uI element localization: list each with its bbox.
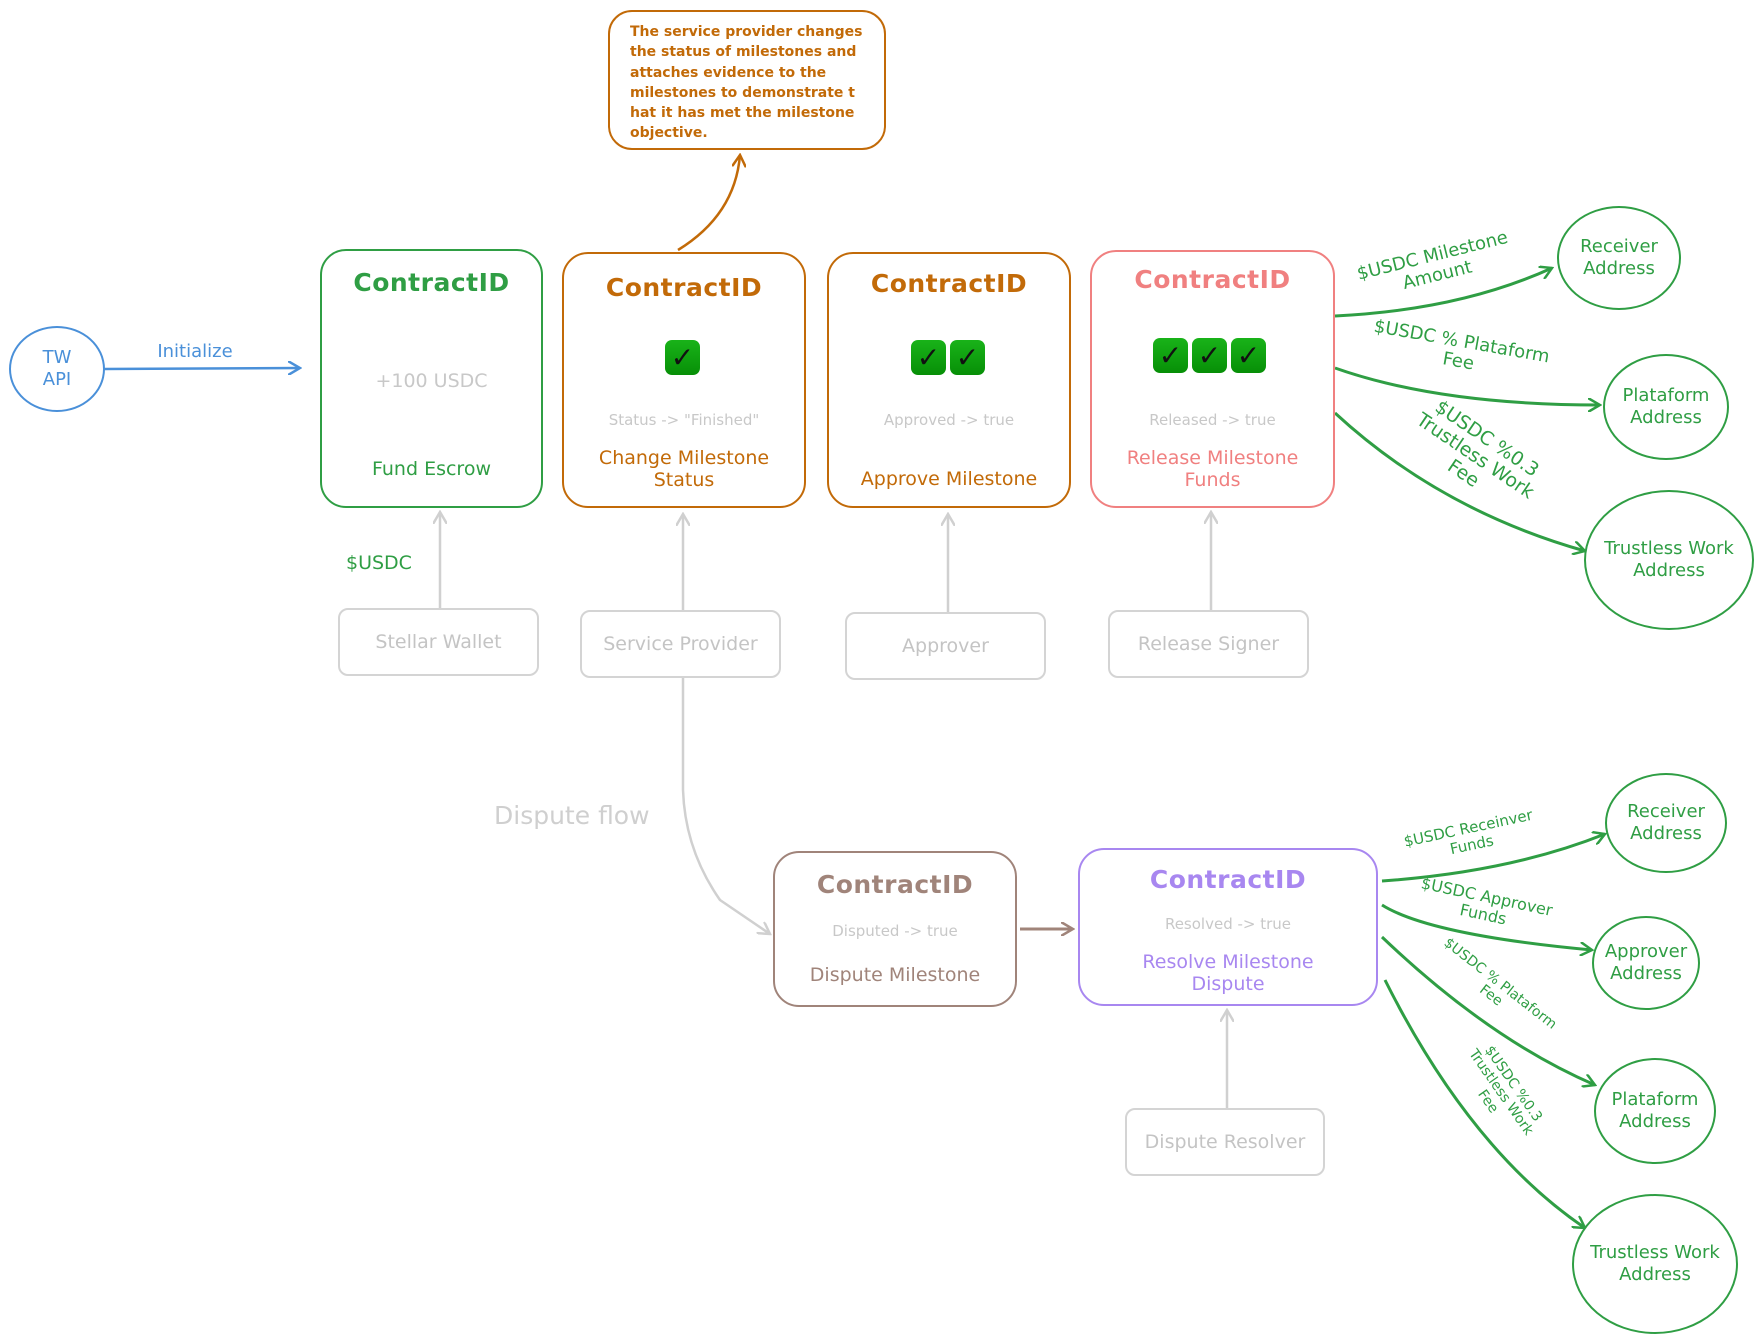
card-action: Change Milestone Status: [598, 447, 770, 491]
resolve-platform-arrow: [1380, 935, 1595, 1085]
fund-escrow-card[interactable]: ContractID +100 USDC Fund Escrow: [320, 249, 543, 508]
usdc-label: $USDC: [346, 552, 412, 574]
card-title: ContractID: [605, 273, 763, 302]
resolve-trustless-work-address-node[interactable]: Trustless Work Address: [1572, 1194, 1738, 1334]
tw-api-node[interactable]: TW API: [9, 326, 105, 412]
dispute-milestone-card[interactable]: ContractID Disputed -> true Dispute Mile…: [773, 851, 1017, 1007]
trustless-work-address-node[interactable]: Trustless Work Address: [1584, 490, 1754, 630]
node-label: Trustless Work Address: [1604, 538, 1734, 581]
resolve-dispute-card[interactable]: ContractID Resolved -> true Resolve Mile…: [1078, 848, 1378, 1006]
dispute-flow-label: Dispute flow: [494, 801, 650, 830]
card-title: ContractID: [816, 870, 974, 899]
card-action: Fund Escrow: [372, 458, 491, 480]
card-state: Released -> true: [1149, 411, 1276, 429]
approve-milestone-card[interactable]: ContractID ✓ ✓ Approved -> true Approve …: [827, 252, 1071, 508]
actor-approver[interactable]: Approver: [845, 612, 1046, 680]
milestone-checks: ✓ ✓: [911, 340, 985, 375]
node-label: Receiver Address: [1580, 236, 1658, 279]
resolve-receiver-arrow: [1381, 834, 1605, 883]
checkmark-icon: ✓: [950, 340, 985, 375]
actor-label: Stellar Wallet: [375, 631, 502, 653]
release-funds-card[interactable]: ContractID ✓ ✓ ✓ Released -> true Releas…: [1090, 250, 1335, 508]
actor-label: Dispute Resolver: [1144, 1131, 1306, 1153]
dispute-flow-arrow: [681, 678, 770, 934]
release-receiver-arrow: [1334, 268, 1552, 318]
card-state: Resolved -> true: [1164, 915, 1292, 933]
note-connector-arrow: [677, 155, 740, 252]
resolve-approver-arrow: [1381, 903, 1592, 950]
card-action: Dispute Milestone: [809, 964, 981, 986]
card-title: ContractID: [870, 269, 1028, 298]
milestone-checks: ✓: [665, 340, 700, 375]
checkmark-icon: ✓: [911, 340, 946, 375]
actor-service-provider[interactable]: Service Provider: [580, 610, 781, 678]
resolve-receiver-address-node[interactable]: Receiver Address: [1605, 773, 1727, 873]
initialize-label: Initialize: [157, 341, 233, 362]
receiver-address-node[interactable]: Receiver Address: [1557, 206, 1681, 310]
card-state: Approved -> true: [883, 411, 1015, 429]
checkmark-icon: ✓: [665, 340, 700, 375]
checkmark-icon: ✓: [1231, 338, 1266, 373]
resolve-approver-address-node[interactable]: Approver Address: [1592, 916, 1700, 1010]
card-action: Approve Milestone: [860, 468, 1038, 490]
milestone-checks: ✓ ✓ ✓: [1153, 338, 1266, 373]
card-title: ContractID: [1149, 865, 1307, 894]
release-trustless-arrow: [1333, 411, 1585, 551]
node-label: Trustless Work Address: [1590, 1242, 1720, 1285]
resolve-trustless-arrow: [1383, 979, 1585, 1228]
node-label: Plataform Address: [1622, 385, 1710, 428]
actor-label: Approver: [902, 635, 989, 657]
fund-amount: +100 USDC: [375, 370, 488, 392]
initialize-arrow: [103, 368, 300, 369]
node-label: Receiver Address: [1627, 801, 1705, 844]
resolve-platform-address-node[interactable]: Plataform Address: [1594, 1058, 1716, 1164]
actor-stellar-wallet[interactable]: Stellar Wallet: [338, 608, 539, 676]
actor-dispute-resolver[interactable]: Dispute Resolver: [1125, 1108, 1325, 1176]
actor-label: Service Provider: [603, 633, 758, 655]
card-title: ContractID: [353, 268, 510, 297]
card-action: Release Milestone Funds: [1126, 447, 1299, 491]
actor-label: Release Signer: [1137, 633, 1280, 655]
card-state: Disputed -> true: [832, 922, 958, 940]
card-title: ContractID: [1134, 265, 1291, 294]
platform-address-node[interactable]: Plataform Address: [1603, 354, 1729, 460]
change-status-card[interactable]: ContractID ✓ Status -> "Finished" Change…: [562, 252, 806, 508]
release-platform-arrow: [1334, 366, 1600, 405]
checkmark-icon: ✓: [1153, 338, 1188, 373]
card-state: Status -> "Finished": [608, 411, 760, 429]
tw-api-label: TW API: [42, 347, 72, 390]
checkmark-icon: ✓: [1192, 338, 1227, 373]
card-action: Resolve Milestone Dispute: [1142, 951, 1314, 995]
note-box: The service provider changes the status …: [608, 10, 886, 150]
node-label: Plataform Address: [1611, 1089, 1699, 1132]
node-label: Approver Address: [1604, 941, 1688, 984]
note-text: The service provider changes the status …: [630, 24, 863, 142]
actor-release-signer[interactable]: Release Signer: [1108, 610, 1309, 678]
